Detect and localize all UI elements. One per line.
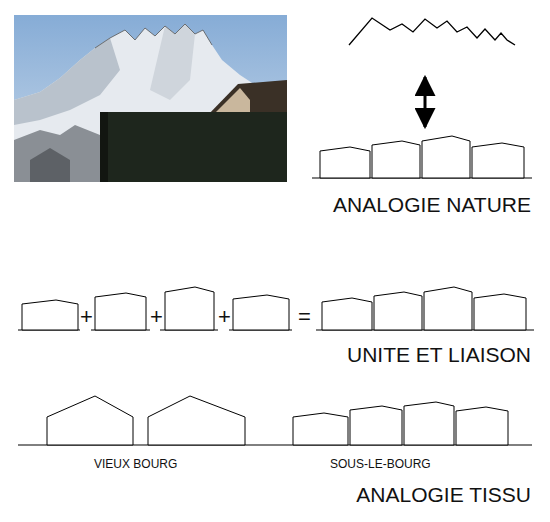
plus-sign: + <box>80 306 93 328</box>
double-arrow <box>424 77 427 127</box>
section-title: UNITE ET LIAISON <box>347 344 531 365</box>
buildings-row <box>312 136 532 178</box>
place-label: SOUS-LE-BOURG <box>330 458 431 470</box>
plus-sign: + <box>218 306 231 328</box>
place-label: VIEUX BOURG <box>94 458 177 470</box>
equals-sign: = <box>298 306 311 328</box>
section-title: ANALOGIE NATURE <box>333 194 531 215</box>
plus-sign: + <box>150 306 163 328</box>
buildings-row <box>18 287 534 330</box>
buildings-row <box>18 396 532 445</box>
section-title: ANALOGIE TISSU <box>356 484 531 505</box>
mountain-photo <box>14 15 287 182</box>
skyline-line <box>349 18 515 45</box>
